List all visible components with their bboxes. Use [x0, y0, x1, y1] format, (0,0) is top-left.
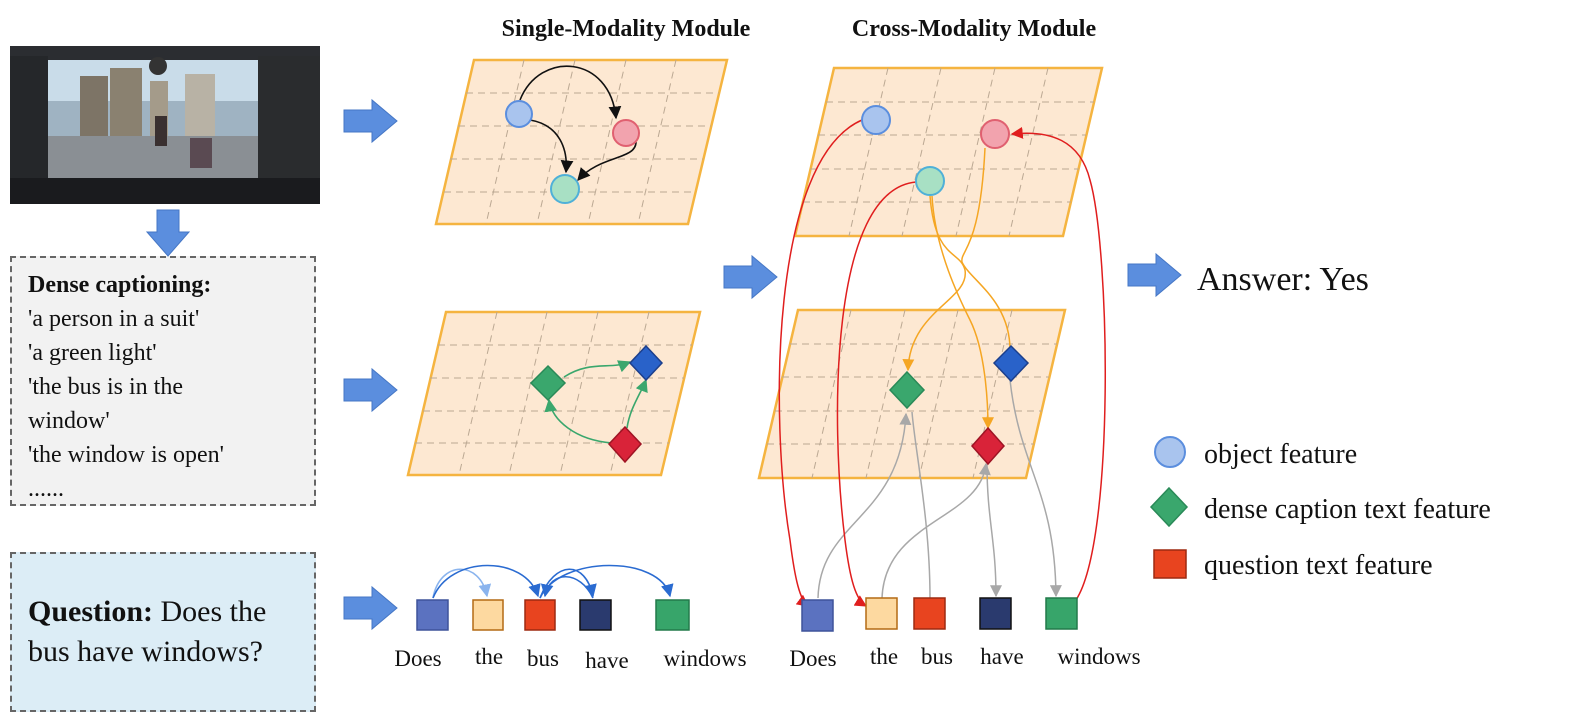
- token-label: windows: [1057, 644, 1140, 669]
- caption-edge: [544, 398, 613, 444]
- question-text-2: bus have windows?: [28, 635, 263, 668]
- cross-gray-edge: [881, 462, 991, 599]
- dense-caption-title: Dense captioning:: [28, 272, 212, 298]
- cross-red-edge: [836, 181, 917, 607]
- question-label: Question:: [28, 595, 154, 628]
- token-label: Does: [394, 646, 441, 671]
- object-node-blue: [505, 100, 533, 128]
- single-modality-title: Single-Modality Module: [502, 16, 751, 42]
- caption-edge: [626, 378, 648, 429]
- token-label: have: [980, 644, 1023, 669]
- legend-dense-icon: [1149, 486, 1189, 528]
- cross-orange-edge: [961, 147, 1011, 351]
- token-label: the: [475, 644, 503, 669]
- cross-red-edge: [778, 119, 863, 607]
- caption-node-blue: [992, 344, 1030, 383]
- token-label: the: [870, 644, 898, 669]
- question-box: Question: Does the bus have windows?: [10, 552, 316, 712]
- cross-object-plane: [793, 66, 1104, 238]
- cross-modality-title: Cross-Modality Module: [852, 16, 1097, 42]
- token-box-does: [416, 599, 449, 631]
- legend-dense-label: dense caption text feature: [1204, 494, 1491, 525]
- dense-caption-line: 'the window is open': [28, 442, 224, 468]
- dense-caption-line: 'a person in a suit': [28, 306, 200, 332]
- cross-gray-edge: [1009, 379, 1062, 598]
- object-node-green: [915, 166, 945, 196]
- legend: object feature dense caption text featur…: [1149, 436, 1491, 581]
- dense-caption-line: window': [28, 408, 110, 434]
- question-edge: [540, 575, 594, 599]
- legend-object-label: object feature: [1204, 439, 1357, 470]
- cross-gray-edge: [986, 463, 1002, 598]
- token-label: windows: [663, 646, 746, 671]
- token-box-windows: [655, 599, 690, 631]
- token-box-windows: [1045, 597, 1078, 630]
- object-node-pink: [980, 119, 1010, 149]
- question-edge: [432, 564, 541, 599]
- token-box-bus: [913, 597, 946, 630]
- object-node-pink: [612, 119, 640, 147]
- token-box-does: [801, 599, 834, 632]
- bus-interior-photo: [10, 46, 320, 204]
- legend-question-label: question text feature: [1204, 550, 1433, 581]
- token-box-the: [865, 597, 898, 630]
- caption-node-green: [888, 370, 926, 410]
- arrow-right-icon: [343, 98, 398, 144]
- cross-gray-edge: [911, 411, 931, 599]
- cross-orange-edge: [931, 195, 994, 430]
- caption-node-red: [970, 426, 1006, 466]
- token-label: Does: [789, 646, 836, 671]
- caption-node-green: [529, 364, 567, 402]
- question-edge: [539, 564, 674, 599]
- single-object-plane: [434, 58, 729, 226]
- arrow-down-icon: [145, 209, 191, 257]
- caption-node-red: [607, 425, 643, 464]
- token-box-the: [472, 599, 504, 631]
- cross-orange-edge: [902, 195, 966, 372]
- token-label: bus: [921, 644, 953, 669]
- token-label: have: [585, 648, 628, 673]
- arrow-right-icon: [343, 367, 398, 413]
- token-box-bus: [524, 599, 556, 631]
- object-edge: [529, 119, 574, 174]
- question-edge: [432, 568, 492, 599]
- token-box-have: [579, 599, 612, 631]
- arrow-right-icon: [1127, 252, 1182, 298]
- legend-object-icon: [1154, 436, 1186, 468]
- arrow-right-icon: [343, 585, 398, 631]
- question-text-1: Does the: [160, 595, 267, 628]
- object-edge: [577, 141, 637, 181]
- cross-red-edge: [1010, 126, 1106, 601]
- caption-node-blue: [628, 344, 664, 382]
- cross-gray-edge: [817, 412, 912, 599]
- dense-caption-box: Dense captioning: 'a person in a suit' '…: [10, 256, 316, 506]
- object-node-green: [550, 174, 580, 204]
- token-box-have: [979, 597, 1012, 630]
- dense-caption-line: ......: [28, 476, 64, 502]
- legend-question-icon: [1153, 549, 1187, 579]
- answer-text: Answer: Yes: [1197, 261, 1369, 298]
- object-node-blue: [861, 105, 891, 135]
- object-edge: [519, 65, 622, 120]
- dense-caption-line: 'the bus is in the: [28, 374, 183, 400]
- dense-caption-line: 'a green light': [28, 340, 157, 366]
- arrow-right-icon: [723, 254, 778, 300]
- caption-edge: [563, 360, 632, 378]
- token-label: bus: [527, 646, 559, 671]
